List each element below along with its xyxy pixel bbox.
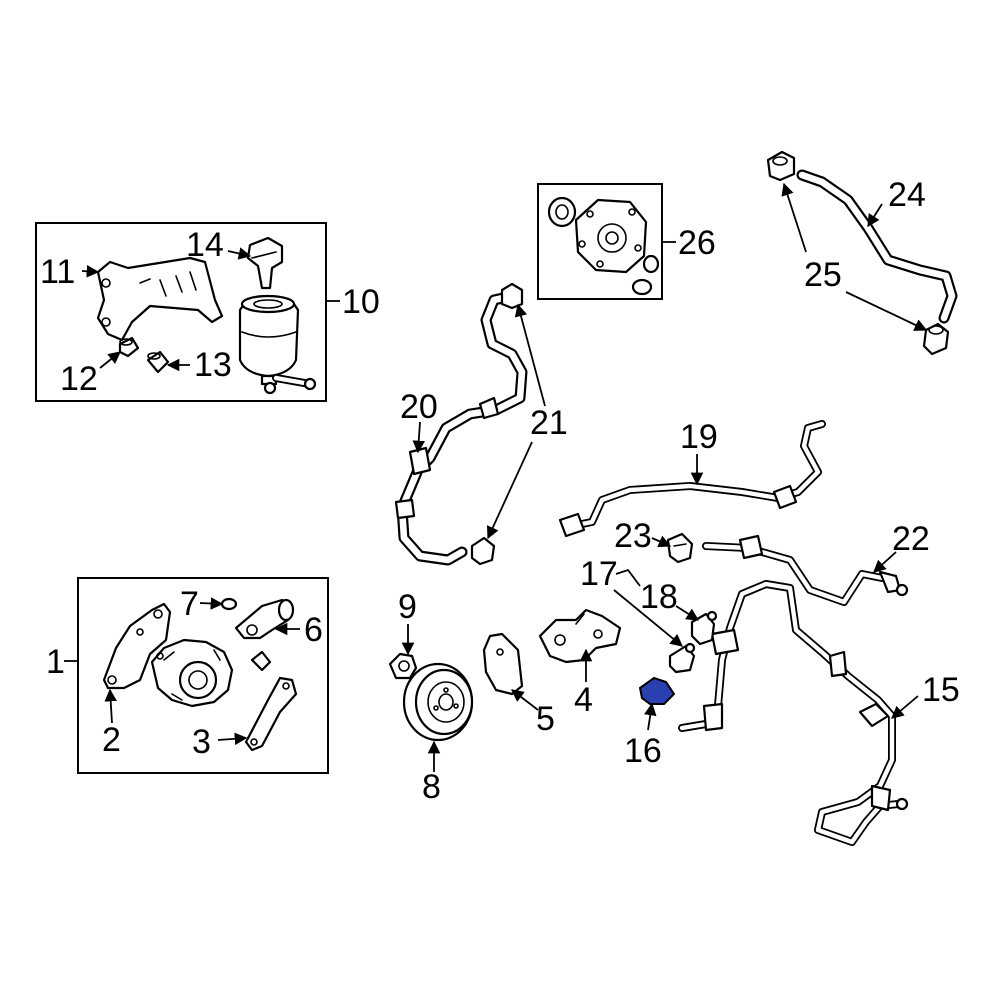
callout-7: 7 — [180, 585, 199, 623]
reservoir-assembly-group — [35, 222, 340, 402]
small-fitting-part[interactable] — [250, 650, 272, 672]
callout-20: 20 — [400, 388, 438, 426]
callout-labels: 1 2 3 4 5 6 7 8 9 10 11 12 13 14 15 16 1… — [40, 176, 960, 806]
union-fitting-part[interactable] — [234, 598, 295, 640]
return-hose-24-part[interactable] — [796, 169, 958, 324]
clip-23-part[interactable] — [666, 532, 694, 564]
pump-cover-4-part[interactable] — [538, 608, 622, 664]
reservoir-bracket-part[interactable] — [96, 256, 224, 342]
callout-13: 13 — [194, 346, 232, 384]
adjusting-bar-part[interactable] — [244, 676, 298, 752]
callout-11: 11 — [40, 253, 75, 291]
callout-25: 25 — [804, 256, 842, 294]
callout-22: 22 — [892, 520, 930, 558]
pump-bracket-part[interactable] — [102, 602, 172, 690]
power-steering-pump-part[interactable] — [150, 638, 234, 708]
callout-24: 24 — [888, 176, 926, 214]
gasket-5-part[interactable] — [482, 632, 524, 696]
callout-18: 18 — [640, 578, 678, 616]
callout-15: 15 — [922, 671, 960, 709]
cooler-tube-19-part[interactable] — [558, 420, 826, 538]
callout-1: 1 — [46, 643, 65, 681]
hose-clamp-21-part[interactable] — [470, 282, 524, 566]
o-ring-part[interactable] — [220, 597, 238, 611]
pump-group-box — [77, 577, 329, 774]
nut-9-part[interactable] — [388, 652, 418, 680]
callout-4: 4 — [574, 681, 593, 719]
callout-19: 19 — [680, 418, 718, 456]
callout-16: 16 — [624, 732, 662, 770]
callout-21: 21 — [530, 404, 568, 442]
callout-12: 12 — [60, 360, 98, 398]
pressure-tube-22-part[interactable] — [702, 534, 909, 606]
hose-clamp-25-part[interactable] — [766, 150, 950, 356]
fitting-17-part[interactable] — [668, 642, 696, 674]
callout-3: 3 — [192, 723, 211, 761]
return-hose-20-part[interactable] — [394, 290, 528, 566]
fitting-18-part[interactable] — [690, 610, 718, 646]
callout-8: 8 — [422, 768, 441, 806]
callout-14: 14 — [186, 226, 224, 264]
callout-26: 26 — [678, 224, 716, 262]
o-ring-16-part[interactable] — [638, 676, 676, 705]
callout-6: 6 — [304, 611, 323, 649]
reservoir-cap-part[interactable] — [246, 236, 284, 290]
pulley-8-part[interactable] — [402, 662, 474, 742]
reservoir-tank-part[interactable] — [238, 294, 317, 395]
pump-assembly-group — [64, 577, 329, 774]
callout-5: 5 — [536, 700, 555, 738]
seal-kit-part[interactable] — [547, 196, 660, 296]
seal-kit-group — [537, 183, 676, 300]
reservoir-group-box — [35, 222, 327, 402]
grommet-12-part[interactable] — [118, 336, 140, 358]
callout-2: 2 — [102, 721, 121, 759]
callout-10: 10 — [342, 283, 380, 321]
callout-17: 17 — [580, 555, 618, 593]
collar-13-part[interactable] — [146, 350, 170, 374]
pressure-hose-15-part[interactable] — [678, 580, 909, 846]
callout-23: 23 — [614, 517, 652, 555]
callout-9: 9 — [398, 588, 417, 626]
